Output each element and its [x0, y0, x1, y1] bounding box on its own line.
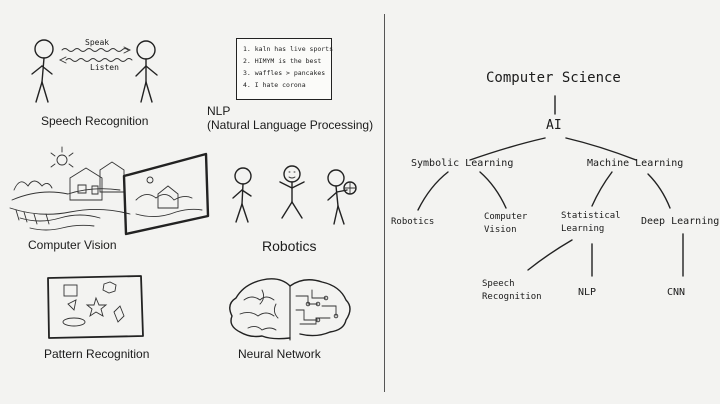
tree-node-cnn: CNN	[667, 287, 686, 298]
computer-vision-line-1: Computer	[484, 212, 528, 222]
tree-node-computer-science: Computer Science	[486, 70, 621, 86]
listener-figure-icon	[135, 40, 158, 103]
tree-node-robotics: Robotics	[391, 217, 435, 227]
canvas-frame-icon	[122, 152, 210, 236]
speech-line-2: Recognition	[482, 292, 542, 302]
nlp-note-card: 1. kaln has live sports 2. HIMYM is the …	[236, 38, 334, 100]
note-line-3: 3. waffles > pancakes	[243, 69, 326, 77]
nlp-label-line-2: (Natural Language Processing)	[207, 118, 374, 132]
computer-vision-label: Computer Vision	[28, 238, 117, 252]
tree-connectors	[417, 95, 684, 277]
neural-network-label: Neural Network	[238, 347, 321, 361]
statistical-line-1: Statistical	[561, 211, 621, 221]
tree-node-speech-recognition: Speech Recognition	[482, 278, 542, 304]
robot-figure-2-icon	[279, 165, 305, 219]
tree-node-machine-learning: Machine Learning	[587, 158, 684, 169]
speak-label: Speak	[85, 38, 110, 47]
robot-figure-1-icon	[232, 167, 252, 223]
panel-divider	[384, 14, 386, 392]
robotics-label: Robotics	[262, 238, 317, 254]
listen-label: Listen	[90, 63, 119, 72]
nlp-label: NLP (Natural Language Processing)	[207, 104, 373, 132]
tree-node-symbolic-learning: Symbolic Learning	[411, 158, 514, 169]
computer-vision-line-2: Vision	[484, 225, 517, 235]
speak-wave-icon	[61, 46, 132, 54]
tree-node-computer-vision: Computer Vision	[484, 211, 527, 237]
speaker-figure-icon	[31, 39, 54, 103]
tree-node-deep-learning: Deep Learning	[641, 216, 720, 227]
tree-node-nlp: NLP	[578, 287, 597, 298]
tree-node-ai: AI	[546, 118, 562, 133]
robot-figure-3-icon	[327, 169, 357, 225]
shapes-board-icon	[47, 275, 144, 339]
brain-sketch-icon	[229, 278, 351, 341]
pattern-recognition-label: Pattern Recognition	[44, 347, 150, 361]
speech-recognition-label: Speech Recognition	[41, 114, 149, 128]
nlp-label-line-1: NLP	[207, 104, 231, 118]
tree-node-statistical-learning: Statistical Learning	[561, 210, 621, 236]
speech-line-1: Speech	[482, 279, 515, 289]
landscape-sketch-icon	[9, 146, 131, 231]
listen-wave-icon	[58, 56, 133, 64]
note-line-4: 4. I hate corona	[243, 81, 306, 89]
note-line-1: 1. kaln has live sports	[243, 45, 334, 53]
note-line-2: 2. HIMYM is the best	[243, 57, 322, 65]
statistical-line-2: Learning	[561, 224, 605, 234]
